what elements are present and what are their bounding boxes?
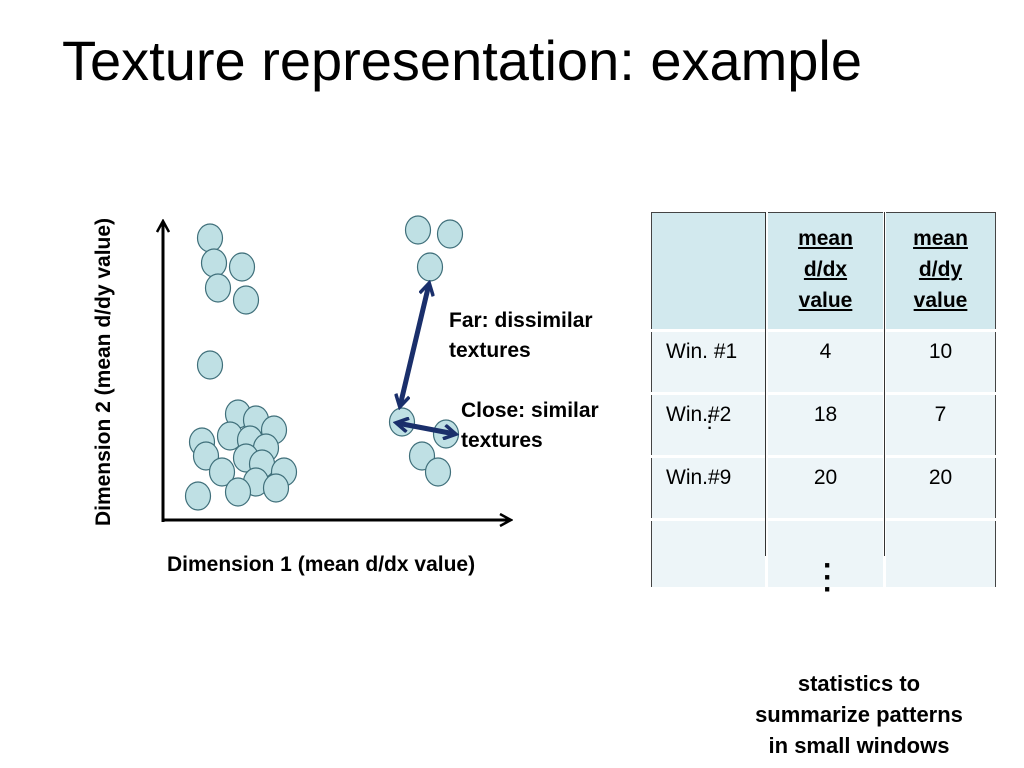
close-label-line-2: textures	[461, 429, 543, 452]
caption-line-3: in small windows	[768, 733, 950, 758]
header-ddx-line-3: value	[798, 289, 853, 312]
scatter-point	[200, 248, 228, 278]
close-label: Close: similar textures	[461, 396, 599, 456]
far-label-line-2: textures	[449, 339, 531, 362]
table-column-divider	[884, 212, 885, 556]
far-arrow	[400, 284, 429, 406]
x-axis-label: Dimension 1 (mean d/dx value)	[167, 553, 476, 576]
table-row: Win.#2 18 7	[651, 393, 996, 458]
scatter-point	[196, 350, 224, 380]
scatter-point	[228, 252, 256, 282]
scatter-point	[204, 273, 232, 303]
table-cell-ddx	[765, 519, 885, 590]
table-cell-ddy: 20	[883, 456, 996, 521]
table-row: Win.#9 20 20	[651, 456, 996, 521]
scatter-point	[424, 457, 452, 487]
table-cell-ddy	[883, 519, 996, 590]
table-cell-ddx: 4	[765, 330, 885, 395]
statistics-table: mean d/dx value mean d/dy value Win. #1 …	[651, 212, 996, 590]
table-cell-ddy: 10	[883, 330, 996, 395]
close-label-line-1: Close: similar	[461, 399, 599, 422]
scatter-point	[436, 219, 464, 249]
scatter-point	[196, 223, 224, 253]
scatter-point	[208, 457, 236, 487]
header-ddy-line-3: value	[913, 289, 968, 312]
table-cell-window	[651, 519, 767, 590]
scatter-point	[404, 215, 432, 245]
header-ddx-line-2: d/dx	[803, 258, 848, 281]
page-title: Texture representation: example	[62, 29, 862, 92]
y-axis-label: Dimension 2 (mean d/dy value)	[92, 217, 115, 527]
table-header-row: mean d/dx value mean d/dy value	[651, 212, 996, 332]
ellipsis-vertical-small: ···	[707, 408, 713, 437]
table-row: Win. #1 4 10	[651, 330, 996, 395]
caption-line-2: summarize patterns	[755, 702, 963, 727]
table-cell-ddx: 18	[765, 393, 885, 458]
table-cell-window: Win. #1	[651, 330, 767, 395]
table-row	[651, 519, 996, 590]
header-ddy-line-2: d/dy	[918, 258, 963, 281]
table-cell-ddy: 7	[883, 393, 996, 458]
scatter-point	[416, 252, 444, 282]
far-label-line-1: Far: dissimilar	[449, 309, 593, 332]
header-ddx-line-1: mean	[798, 227, 853, 250]
far-label: Far: dissimilar textures	[449, 306, 593, 366]
scatter-point	[232, 285, 260, 315]
scatter-point	[224, 477, 252, 507]
scatter-point	[262, 473, 290, 503]
table-cell-window: Win.#9	[651, 456, 767, 521]
close-arrow	[397, 423, 455, 434]
scatter-points	[184, 215, 464, 511]
table-header-mean-ddy: mean d/dy value	[883, 212, 996, 332]
header-ddy-line-1: mean	[913, 227, 968, 250]
ellipsis-vertical: ···	[823, 549, 833, 606]
table-header-empty	[651, 212, 767, 332]
statistics-caption: statistics to summarize patterns in smal…	[728, 668, 990, 761]
caption-line-1: statistics to	[797, 671, 921, 696]
table-cell-window: Win.#2	[651, 393, 767, 458]
scatter-point	[184, 481, 212, 511]
table-header-mean-ddx: mean d/dx value	[765, 212, 885, 332]
table-cell-ddx: 20	[765, 456, 885, 521]
table-column-divider	[765, 212, 766, 556]
